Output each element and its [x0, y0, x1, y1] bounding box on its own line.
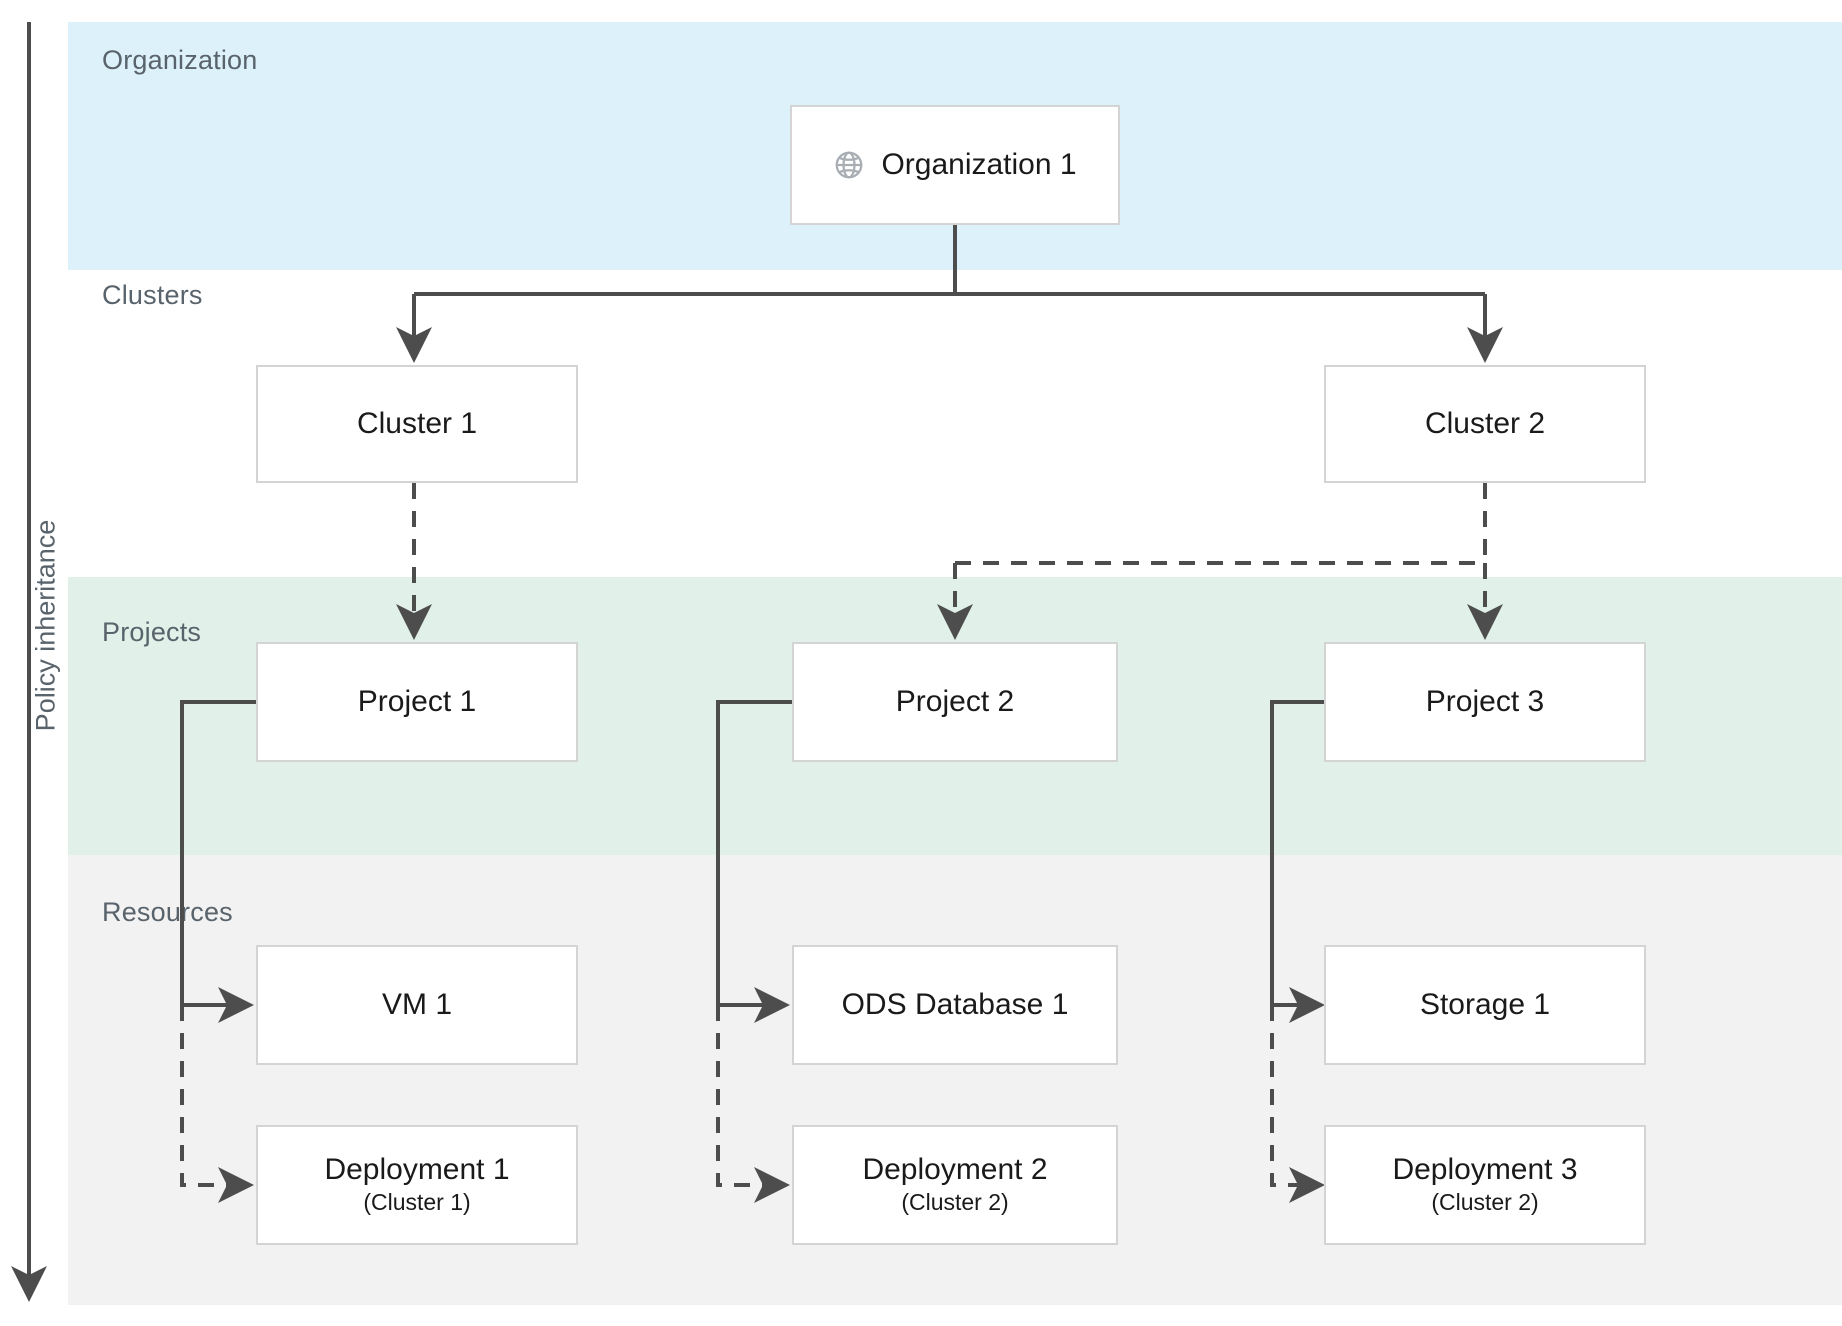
node-ods-database-1-label: ODS Database 1: [841, 987, 1069, 1021]
node-cluster-2[interactable]: Cluster 2: [1324, 365, 1646, 483]
node-deployment-2-label: Deployment 2: [862, 1152, 1048, 1186]
node-storage-1-label: Storage 1: [1419, 987, 1551, 1021]
node-deployment-3-label: Deployment 3: [1392, 1152, 1578, 1186]
node-deployment-1[interactable]: Deployment 1 (Cluster 1): [256, 1125, 578, 1245]
node-cluster-1-label: Cluster 1: [356, 406, 478, 440]
node-organization-1-label: Organization 1: [881, 147, 1077, 181]
node-vm-1-label: VM 1: [381, 987, 453, 1021]
node-deployment-1-sublabel: (Cluster 1): [363, 1189, 471, 1216]
globe-icon: [836, 151, 863, 179]
organization-1-content: Organization 1: [833, 147, 1077, 183]
band-label-organization: Organization: [102, 45, 258, 75]
node-deployment-3-sublabel: (Cluster 2): [1431, 1189, 1539, 1216]
node-storage-1[interactable]: Storage 1: [1324, 945, 1646, 1065]
node-organization-1[interactable]: Organization 1: [790, 105, 1120, 225]
node-deployment-2-sublabel: (Cluster 2): [901, 1189, 1009, 1216]
node-project-2[interactable]: Project 2: [792, 642, 1118, 762]
node-project-2-label: Project 2: [895, 684, 1015, 718]
node-project-1[interactable]: Project 1: [256, 642, 578, 762]
node-cluster-2-label: Cluster 2: [1424, 406, 1546, 440]
band-label-clusters: Clusters: [102, 280, 203, 310]
node-vm-1[interactable]: VM 1: [256, 945, 578, 1065]
node-deployment-3[interactable]: Deployment 3 (Cluster 2): [1324, 1125, 1646, 1245]
band-label-projects: Projects: [102, 617, 202, 647]
band-label-resources: Resources: [102, 897, 233, 927]
node-project-3-label: Project 3: [1425, 684, 1545, 718]
node-deployment-1-label: Deployment 1: [324, 1152, 510, 1186]
policy-inheritance-label: Policy inheritance: [30, 519, 61, 732]
node-cluster-1[interactable]: Cluster 1: [256, 365, 578, 483]
node-project-1-label: Project 1: [357, 684, 477, 718]
node-project-3[interactable]: Project 3: [1324, 642, 1646, 762]
node-ods-database-1[interactable]: ODS Database 1: [792, 945, 1118, 1065]
node-deployment-2[interactable]: Deployment 2 (Cluster 2): [792, 1125, 1118, 1245]
